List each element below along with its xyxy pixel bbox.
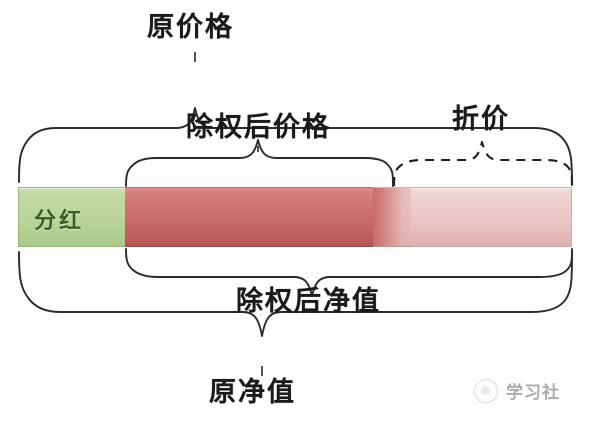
label-ex-rights-nav: 除权后净值 xyxy=(236,286,381,317)
bar-segment-ex-rights-price xyxy=(125,187,393,247)
bar-segment-dividend xyxy=(18,187,125,247)
watermark: 学习社 xyxy=(474,378,560,403)
brace-discount-dashed xyxy=(392,140,574,187)
brace-original-nav xyxy=(18,251,573,337)
label-ex-rights-price: 除权后价格 xyxy=(186,112,331,143)
brace-ex-rights-price xyxy=(125,139,394,187)
label-original-price: 原价格 xyxy=(147,12,234,43)
bar-segment-discount xyxy=(411,187,572,247)
circle-logo-icon xyxy=(474,378,498,403)
label-discount: 折价 xyxy=(452,104,510,135)
value-bar xyxy=(18,187,572,247)
label-original-nav: 原净值 xyxy=(209,377,296,408)
bar-segment-dividend-label: 分红 xyxy=(34,209,85,234)
watermark-text: 学习社 xyxy=(506,383,560,403)
brace-ex-rights-nav xyxy=(125,248,573,297)
bar-segment-gradient-transition xyxy=(373,187,413,247)
brace-original-price xyxy=(18,107,573,183)
